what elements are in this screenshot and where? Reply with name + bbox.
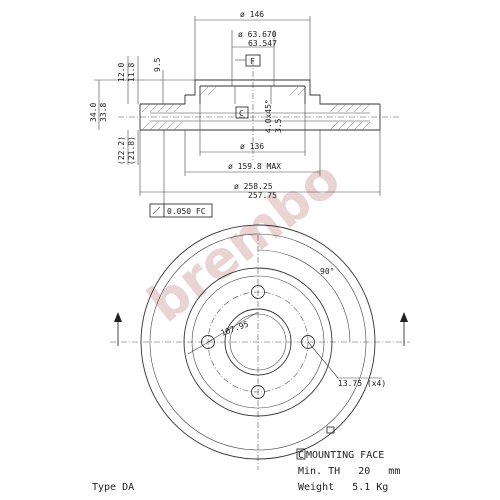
dim-holes: 13.75 (x4) xyxy=(338,379,386,388)
dim-height-9-5: 9.5 xyxy=(153,57,162,72)
dim-chamfer: 4.0x45° xyxy=(264,99,273,133)
bolt-hole xyxy=(301,335,315,349)
dim-diameter-258-25: ø 258.25 xyxy=(234,182,273,191)
brand-watermark: brembo xyxy=(137,149,351,335)
dim-radius-3-5: 3.5 xyxy=(274,118,283,133)
mounting-face-label: MOUNTING FACE xyxy=(306,450,384,461)
dim-pcd: 107.95 xyxy=(220,319,250,337)
dim-bore-max: ø 63.670 xyxy=(238,30,277,39)
side-section-view: ø 146 ø 63.670 63.547 F 12.0 11.8 9.5 34… xyxy=(89,10,400,218)
mounting-face-c: C xyxy=(298,450,304,461)
dim-height-33-8: 33.8 xyxy=(99,103,108,122)
datum-c-box: C xyxy=(239,109,244,118)
bolt-hole xyxy=(251,385,265,399)
bolt-hole xyxy=(201,335,215,349)
dim-height-12: 12.0 xyxy=(117,63,126,82)
dim-diameter-257-75: 257.75 xyxy=(248,191,277,200)
dim-bore-min: 63.547 xyxy=(248,39,277,48)
notes-block: C MOUNTING FACE Min. TH 20 mm Weight 5.1… xyxy=(296,448,400,493)
tolerance-runout: 0.050 FC xyxy=(167,207,206,216)
dim-diameter-146: ø 146 xyxy=(240,10,264,19)
dim-height-21-8: (21.8) xyxy=(127,136,136,165)
dim-height-34: 34.0 xyxy=(89,103,98,122)
angle-90: 90° xyxy=(320,267,334,276)
min-thickness: Min. TH 20 mm xyxy=(298,466,400,477)
dim-height-11-8: 11.8 xyxy=(127,63,136,82)
bolt-hole xyxy=(251,285,265,299)
weight: Weight 5.1 Kg xyxy=(298,482,388,493)
dim-diameter-136: ø 136 xyxy=(240,142,264,151)
datum-f-box: F xyxy=(250,57,255,66)
front-view: 90° 107.95 13.75 (x4) xyxy=(110,224,410,470)
dim-height-22-2: (22.2) xyxy=(117,136,126,165)
type-label: Type DA xyxy=(92,482,134,493)
dim-diameter-159-8-max: ø 159.8 MAX xyxy=(228,162,281,171)
